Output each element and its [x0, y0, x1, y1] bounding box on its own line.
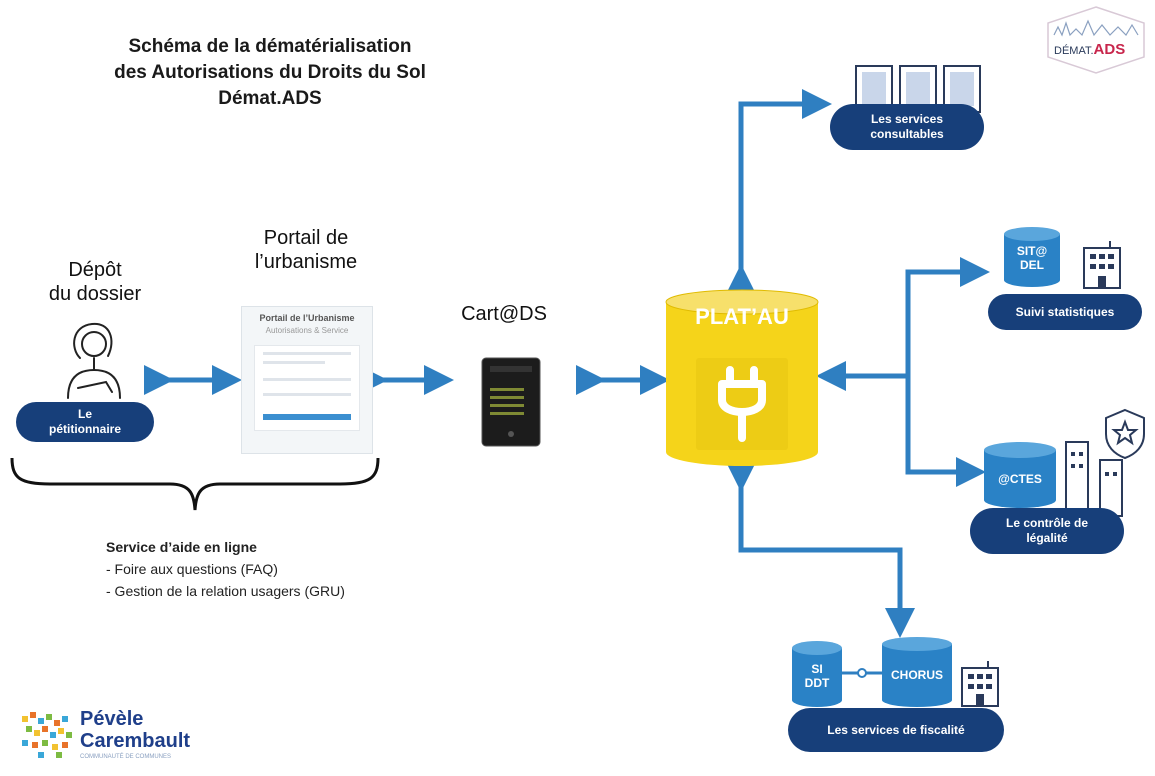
aide-item: - Gestion de la relation usagers (GRU)	[106, 583, 345, 599]
label-depot-line-1: Dépôt	[68, 259, 122, 281]
curly-brace	[10, 457, 380, 511]
shield-star-icon	[1105, 408, 1145, 460]
cylinder-sitadel-line-2: DEL	[1020, 258, 1044, 272]
platau-title: PLAT’AU	[695, 304, 789, 329]
fiscal-building-icon	[961, 661, 999, 707]
pill-legalite-line-2: légalité	[1026, 531, 1068, 545]
pill-consultables-line-1: Les services	[870, 112, 944, 126]
cylinder-chorus-label: CHORUS	[890, 668, 943, 682]
arrow-platau-consultables	[726, 89, 832, 295]
cylinder-siddt-label: SI DDT	[790, 662, 844, 690]
demat-suffix: ADS	[1093, 41, 1126, 58]
label-cartads: Cart@DS	[461, 303, 547, 325]
arrow-branch-legalite	[905, 376, 986, 487]
connector-dot	[857, 668, 867, 678]
pevele-carembault-logo: Pévèle Carembault COMMUNAUTÉ DE COMMUNES	[18, 704, 228, 770]
cylinder-sitadel-line-1: SIT@	[1016, 244, 1048, 258]
portal-line	[263, 393, 351, 396]
portal-login-box	[254, 345, 360, 431]
diagram-title: Schéma de la dématérialisation des Autor…	[40, 34, 500, 112]
pill-legalite-line-1: Le contrôle de	[1005, 516, 1088, 530]
label-portail-line-2: l’urbanisme	[254, 251, 358, 273]
chorus-cylinder	[882, 637, 952, 707]
logo-mosaic-icon	[22, 712, 72, 758]
hexagon-frame	[1047, 6, 1145, 74]
logo-line-1: Pévèle	[80, 708, 144, 730]
title-line-1: Schéma de la dématérialisation	[128, 36, 412, 57]
portal-screenshot: Portail de l’Urbanisme Autorisations & S…	[241, 306, 373, 454]
portal-subheader: Autorisations & Service	[265, 326, 349, 335]
label-depot: Dépôt du dossier	[40, 258, 150, 306]
label-depot-line-2: du dossier	[48, 283, 142, 305]
person-icon	[67, 322, 121, 399]
aide-item: - Foire aux questions (FAQ)	[106, 561, 278, 577]
pill-consultables-line-2: consultables	[870, 127, 944, 141]
aide-heading: Service d’aide en ligne	[106, 539, 257, 555]
pill-petitionnaire-line-1: Le	[77, 407, 92, 421]
label-portail: Portail de l’urbanisme	[236, 226, 376, 274]
pill-legalite: Le contrôle de légalité	[970, 508, 1124, 554]
logo-tagline: COMMUNAUTÉ DE COMMUNES	[80, 754, 171, 760]
logo-line-2: Carembault	[80, 730, 191, 752]
office-building-icon	[1083, 241, 1121, 289]
cylinder-actes-label: @CTES	[998, 472, 1042, 486]
sitadel-cylinder	[1004, 227, 1060, 287]
pill-petitionnaire: Le pétitionnaire	[16, 402, 154, 442]
cylinder-siddt-line-1: SI	[811, 662, 823, 676]
demat-prefix: DÉMAT.	[1054, 45, 1094, 57]
aide-section: Service d’aide en ligne - Foire aux ques…	[106, 536, 345, 602]
plug-icon	[718, 366, 766, 442]
pill-consultables: Les services consultables	[830, 104, 984, 150]
pill-fiscalite: Les services de fiscalité	[788, 708, 1004, 752]
towers-icon	[1065, 441, 1123, 517]
arrow-branch-statistiques	[905, 257, 990, 376]
cylinder-siddt-line-2: DDT	[804, 676, 830, 690]
portal-button	[263, 414, 351, 420]
arrow-platau-fiscalite	[726, 461, 915, 638]
cylinder-sitadel-label: SIT@ DEL	[1002, 244, 1062, 272]
siddt-cylinder	[792, 641, 842, 707]
label-portail-line-1: Portail de	[263, 227, 349, 249]
portal-line	[263, 352, 351, 355]
portal-line	[263, 378, 351, 381]
portal-header: Portail de l’Urbanisme	[259, 313, 355, 323]
title-line-3: Démat.ADS	[218, 88, 322, 109]
actes-cylinder	[984, 442, 1056, 508]
server-icon	[481, 357, 541, 447]
title-line-2: des Autorisations du Droits du Sol	[114, 62, 426, 83]
demat-ads-logo: DÉMAT.ADS	[1040, 5, 1152, 75]
pill-statistiques: Suivi statistiques	[988, 294, 1142, 330]
pill-petitionnaire-line-2: pétitionnaire	[48, 422, 121, 436]
platau-cylinder	[665, 289, 819, 466]
portal-line	[263, 361, 326, 364]
